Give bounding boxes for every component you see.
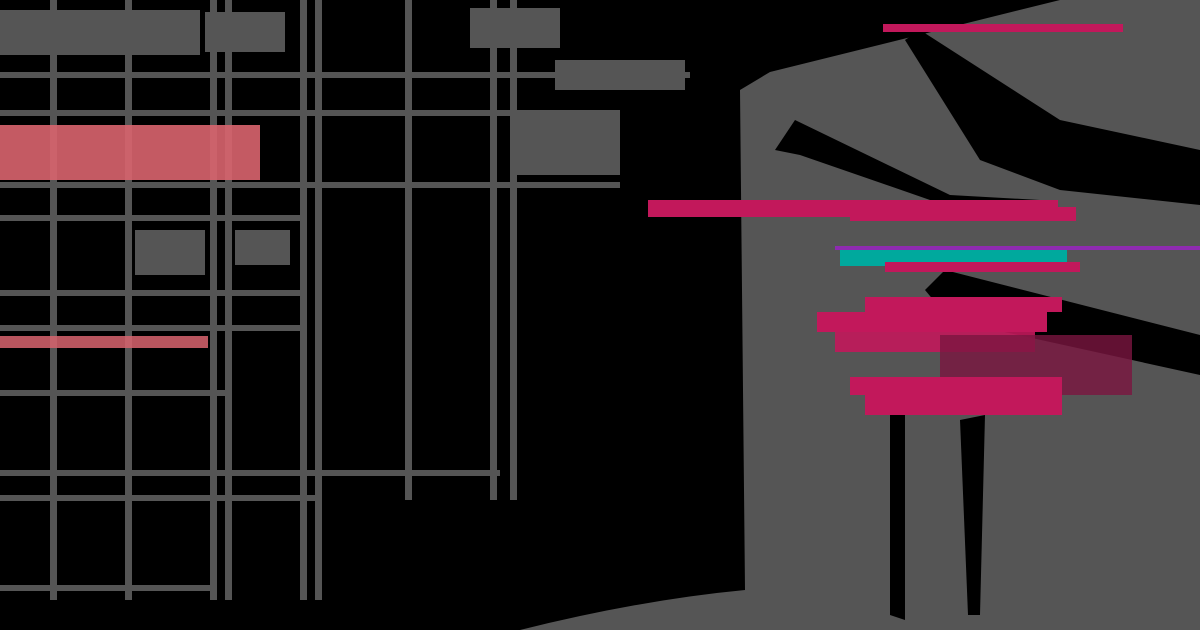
grid-line-horizontal <box>0 72 690 78</box>
grid-line-horizontal <box>0 290 300 296</box>
color-bar <box>883 24 1123 32</box>
gray-blocks <box>0 8 685 275</box>
grid-line-vertical <box>510 0 517 500</box>
color-bar <box>850 207 1076 221</box>
grid-line-vertical <box>405 0 412 500</box>
grid-line-horizontal <box>0 110 620 116</box>
grid-line-horizontal <box>0 325 300 331</box>
grid-line-vertical <box>315 0 322 600</box>
grid-line-vertical <box>125 0 132 600</box>
grid-line-horizontal <box>0 585 210 591</box>
color-bars <box>0 24 1200 415</box>
grid-lines <box>0 0 690 600</box>
color-bar <box>865 297 1062 312</box>
grid-line-vertical <box>300 0 307 600</box>
color-bar <box>0 336 208 348</box>
grid-line-vertical <box>490 0 497 500</box>
grid-line-vertical <box>225 0 232 600</box>
grid-line-horizontal <box>0 470 500 476</box>
grid-line-horizontal <box>0 182 620 188</box>
grid-line-horizontal <box>0 390 230 396</box>
grid-line-vertical <box>50 0 57 600</box>
color-bar <box>865 395 1062 415</box>
grid-line-horizontal <box>0 215 300 221</box>
grid-line-vertical <box>210 0 217 600</box>
color-bar <box>817 312 1047 332</box>
color-bar <box>835 246 1200 250</box>
grid-line-horizontal <box>0 495 320 501</box>
color-bar <box>885 262 1080 272</box>
color-bar <box>850 377 1062 395</box>
color-bar <box>0 125 260 180</box>
